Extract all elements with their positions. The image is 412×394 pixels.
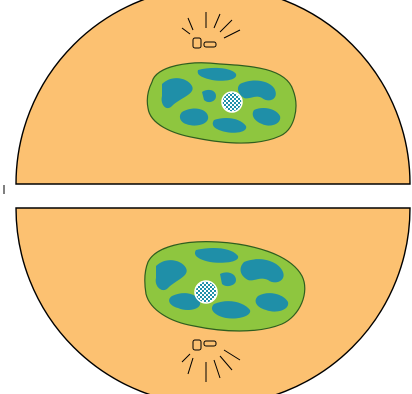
flashlight-icon <box>193 38 201 48</box>
battery-icon <box>204 42 216 47</box>
flashlight-icon <box>193 340 201 350</box>
top-light-marker[interactable] <box>222 92 242 112</box>
bottom-light-marker[interactable] <box>195 281 217 303</box>
top-island <box>147 63 296 143</box>
battery-icon <box>204 341 216 346</box>
